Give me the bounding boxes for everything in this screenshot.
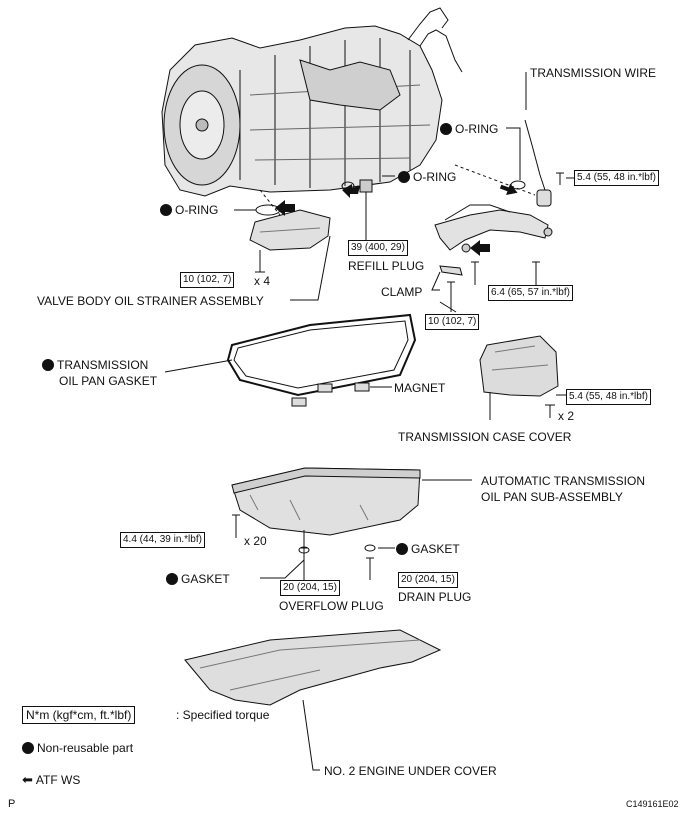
label-o-ring-refill: O-RING	[398, 170, 456, 184]
nonreusable-icon	[160, 204, 172, 216]
torque-clamp-bolt: 10 (102, 7)	[425, 314, 480, 330]
label-drain-plug: DRAIN PLUG	[398, 590, 472, 604]
nonreusable-icon	[166, 573, 178, 585]
torque-drain-plug: 20 (204, 15)	[398, 572, 458, 588]
torque-overflow-plug: 20 (204, 15)	[280, 580, 340, 596]
refill-plug-drawing	[359, 179, 373, 193]
oil-pan-gasket-drawing	[226, 313, 417, 397]
label-overflow-plug: OVERFLOW PLUG	[279, 599, 384, 613]
label-valve-body-strainer: VALVE BODY OIL STRAINER ASSEMBLY	[37, 294, 264, 308]
clamp-drawing	[439, 265, 463, 276]
torque-cover-bolts: 5.4 (55, 48 in.*lbf)	[566, 389, 651, 405]
label-o-ring-strainer: O-RING	[160, 203, 218, 217]
label-clamp: CLAMP	[381, 285, 423, 299]
torque-pan-bolts: 4.4 (44, 39 in.*lbf)	[120, 532, 205, 548]
qty-pan-bolts: x 20	[244, 534, 267, 548]
page-letter: P	[8, 798, 16, 810]
nonreusable-icon	[396, 543, 408, 555]
label-oil-pan-gasket: TRANSMISSION	[42, 358, 148, 372]
legend-nonreusable: Non-reusable part	[22, 741, 133, 755]
nonreusable-icon	[42, 359, 54, 371]
label-transmission-wire: TRANSMISSION WIRE	[530, 66, 657, 80]
label-gasket-left: GASKET	[166, 572, 230, 586]
qty-strainer-bolts: x 4	[254, 274, 271, 288]
label-oil-pan-gasket-line2: OIL PAN GASKET	[59, 374, 158, 388]
torque-bracket-bolt: 6.4 (65, 57 in.*lbf)	[488, 285, 573, 301]
torque-refill-plug: 39 (400, 29)	[348, 240, 408, 256]
label-oil-pan: AUTOMATIC TRANSMISSION	[481, 474, 646, 488]
label-gasket-right: GASKET	[396, 542, 460, 556]
nonreusable-icon	[440, 123, 452, 135]
label-o-ring-wire: O-RING	[440, 122, 498, 136]
nonreusable-icon	[398, 171, 410, 183]
left-arrow-icon: ⬅	[22, 772, 33, 787]
case-cover-drawing	[479, 335, 559, 397]
label-case-cover: TRANSMISSION CASE COVER	[398, 430, 572, 444]
torque-wire-bolt: 5.4 (55, 48 in.*lbf)	[574, 170, 659, 186]
qty-cover-bolts: x 2	[558, 409, 575, 423]
legend-torque-box: N*m (kgf*cm, ft.*lbf)	[22, 706, 136, 724]
torque-strainer-bolts: 10 (102, 7)	[180, 272, 235, 288]
transmission-assembly-drawing	[161, 7, 463, 197]
label-oil-pan-line2: OIL PAN SUB-ASSEMBLY	[481, 490, 623, 504]
filled-circle-icon	[22, 742, 34, 754]
legend-atf: ⬅ATF WS	[22, 772, 81, 787]
atf-arrows	[275, 183, 518, 256]
figure-code: C149161E02	[626, 799, 679, 809]
label-refill-plug: REFILL PLUG	[348, 259, 425, 273]
label-magnet: MAGNET	[394, 381, 446, 395]
transmission-wire-drawing	[434, 119, 553, 253]
label-under-cover: NO. 2 ENGINE UNDER COVER	[324, 764, 497, 778]
legend-torque-desc: : Specified torque	[176, 708, 270, 722]
